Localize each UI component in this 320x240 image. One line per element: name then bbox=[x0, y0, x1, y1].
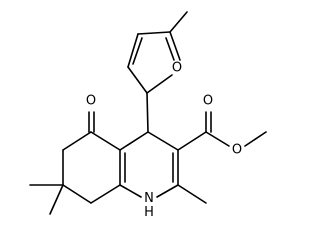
bond bbox=[146, 74, 173, 94]
bond bbox=[127, 66, 148, 94]
bond bbox=[177, 184, 207, 204]
bond bbox=[132, 37, 143, 65]
bond bbox=[137, 31, 171, 35]
bond bbox=[177, 131, 207, 151]
bond bbox=[90, 184, 121, 204]
bond bbox=[119, 131, 149, 151]
bond bbox=[119, 184, 142, 198]
bond bbox=[169, 31, 181, 61]
bond bbox=[90, 131, 121, 151]
bond bbox=[205, 131, 230, 147]
bond bbox=[62, 131, 92, 151]
bond bbox=[165, 37, 175, 61]
bond bbox=[62, 184, 92, 204]
bond bbox=[169, 11, 188, 33]
bond bbox=[244, 131, 267, 147]
ester-ether-oxygen-label: O bbox=[232, 143, 242, 158]
bond bbox=[49, 184, 64, 215]
bond bbox=[146, 92, 149, 133]
furan-oxygen-label: O bbox=[172, 61, 182, 76]
ester-carbonyl-oxygen-label: O bbox=[203, 94, 213, 109]
bond bbox=[156, 184, 179, 198]
bond bbox=[147, 131, 179, 151]
bonds bbox=[29, 11, 267, 215]
bond bbox=[127, 33, 139, 68]
ketone-oxygen-label: O bbox=[86, 94, 96, 109]
